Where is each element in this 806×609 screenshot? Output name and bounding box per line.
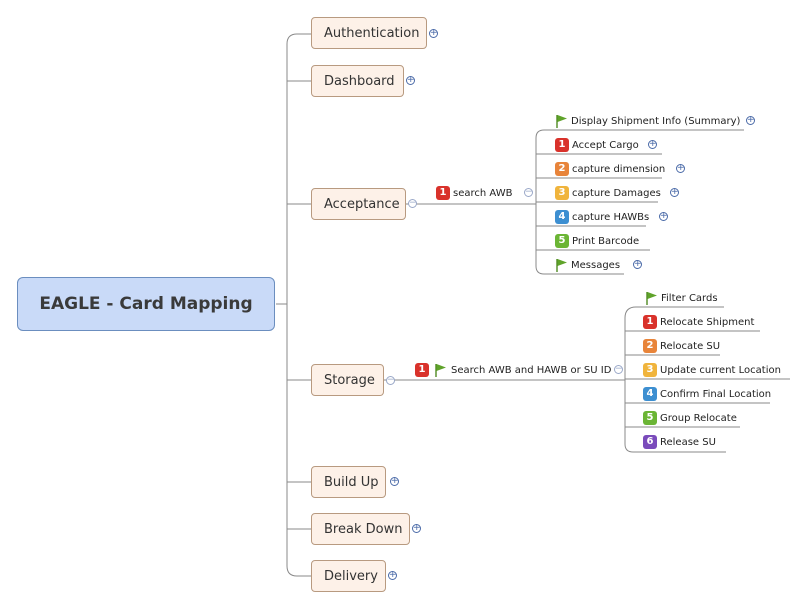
expand-icon[interactable]: + — [429, 28, 438, 38]
expand-icon[interactable]: + — [388, 570, 397, 580]
subtopic-capture-damages[interactable]: 3 capture Damages — [555, 181, 661, 205]
topic-authentication[interactable]: Authentication — [311, 17, 427, 49]
topic-build-up[interactable]: Build Up — [311, 466, 386, 498]
topic-storage[interactable]: Storage — [311, 364, 384, 396]
subtopic-confirm-final-location[interactable]: 4 Confirm Final Location — [643, 382, 771, 406]
expand-icon[interactable]: + — [633, 259, 642, 269]
subtopic-search-awb-hawb-su[interactable]: 1 Search AWB and HAWB or SU ID — [415, 358, 611, 382]
flag-icon — [556, 259, 567, 272]
priority-5-icon: 5 — [643, 411, 657, 425]
topic-break-down[interactable]: Break Down — [311, 513, 410, 545]
collapse-icon[interactable]: − — [524, 187, 533, 197]
expand-icon[interactable]: + — [746, 115, 755, 125]
subtopic-group-relocate[interactable]: 5 Group Relocate — [643, 406, 737, 430]
expand-icon[interactable]: + — [670, 187, 679, 197]
priority-1-icon: 1 — [643, 315, 657, 329]
subtopic-accept-cargo[interactable]: 1 Accept Cargo — [555, 133, 639, 157]
priority-1-icon: 1 — [415, 363, 429, 377]
subtopic-capture-hawbs[interactable]: 4 capture HAWBs — [555, 205, 649, 229]
priority-4-icon: 4 — [643, 387, 657, 401]
priority-2-icon: 2 — [643, 339, 657, 353]
priority-3-icon: 3 — [555, 186, 569, 200]
subtopic-filter-cards[interactable]: Filter Cards — [645, 286, 718, 310]
expand-icon[interactable]: + — [390, 476, 399, 486]
topic-acceptance[interactable]: Acceptance — [311, 188, 406, 220]
expand-icon[interactable]: + — [412, 523, 421, 533]
expand-icon[interactable]: + — [406, 75, 415, 85]
subtopic-relocate-su[interactable]: 2 Relocate SU — [643, 334, 720, 358]
topic-dashboard[interactable]: Dashboard — [311, 65, 404, 97]
central-topic[interactable]: EAGLE - Card Mapping — [17, 277, 275, 331]
priority-5-icon: 5 — [555, 234, 569, 248]
subtopic-update-current-location[interactable]: 3 Update current Location — [643, 358, 781, 382]
flag-icon — [435, 364, 446, 377]
subtopic-messages[interactable]: Messages — [555, 253, 620, 277]
expand-icon[interactable]: + — [648, 139, 657, 149]
expand-icon[interactable]: + — [659, 211, 668, 221]
subtopic-display-shipment-info[interactable]: Display Shipment Info (Summary) — [555, 109, 740, 133]
priority-1-icon: 1 — [436, 186, 450, 200]
flag-icon — [646, 292, 657, 305]
priority-4-icon: 4 — [555, 210, 569, 224]
subtopic-release-su[interactable]: 6 Release SU — [643, 430, 716, 454]
priority-6-icon: 6 — [643, 435, 657, 449]
expand-icon[interactable]: + — [676, 163, 685, 173]
priority-1-icon: 1 — [555, 138, 569, 152]
topic-delivery[interactable]: Delivery — [311, 560, 386, 592]
subtopic-search-awb[interactable]: 1 search AWB — [436, 181, 512, 205]
subtopic-print-barcode[interactable]: 5 Print Barcode — [555, 229, 639, 253]
collapse-icon[interactable]: − — [386, 375, 395, 385]
collapse-icon[interactable]: − — [614, 364, 623, 374]
priority-3-icon: 3 — [643, 363, 657, 377]
subtopic-relocate-shipment[interactable]: 1 Relocate Shipment — [643, 310, 754, 334]
collapse-icon[interactable]: − — [408, 198, 417, 208]
flag-icon — [556, 115, 567, 128]
subtopic-capture-dimension[interactable]: 2 capture dimension — [555, 157, 665, 181]
priority-2-icon: 2 — [555, 162, 569, 176]
